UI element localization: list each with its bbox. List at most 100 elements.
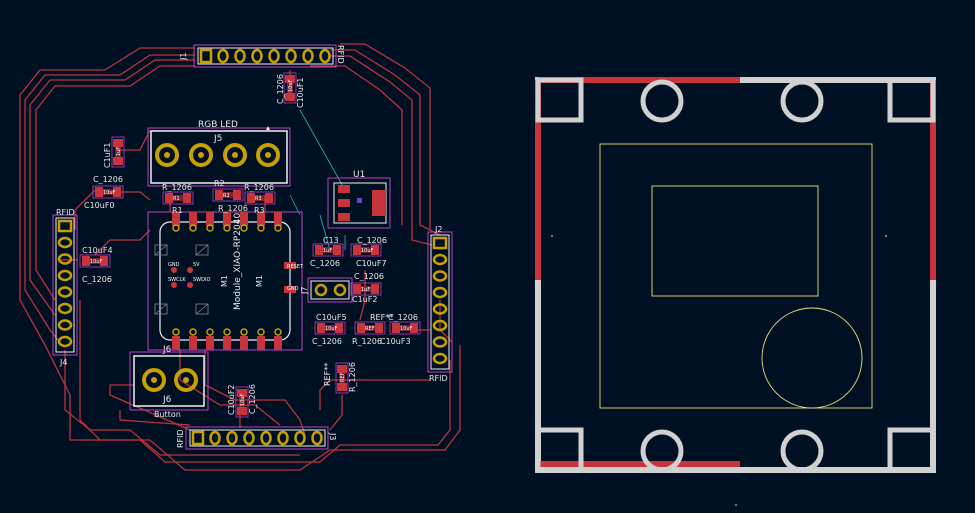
pad xyxy=(183,193,191,203)
module-pad-bottom xyxy=(223,336,231,350)
module-small-pad xyxy=(187,282,193,288)
j4-value: RFID xyxy=(56,208,75,217)
j7-ref: J7 xyxy=(300,287,309,295)
courtyard xyxy=(350,282,382,296)
pin xyxy=(432,303,448,315)
body xyxy=(223,192,233,198)
j3-value: RFID xyxy=(176,429,185,448)
j7-header[interactable]: J7 xyxy=(300,277,353,303)
pin xyxy=(57,335,73,348)
pin xyxy=(432,253,448,266)
module-hatch xyxy=(195,244,209,256)
u1-regulator[interactable]: U1 xyxy=(327,170,391,229)
pad-label: R3 xyxy=(255,196,262,202)
module-pad-bottom xyxy=(206,336,214,350)
rfid-header-left[interactable]: RFID J4 xyxy=(52,208,78,367)
value-label: C_1206 xyxy=(276,74,285,104)
ref-designator: C10uF0 xyxy=(84,201,115,210)
value-label: R_1206 xyxy=(348,362,357,392)
value-label: R_1206 xyxy=(352,337,382,346)
pad-label: 10uF xyxy=(90,259,103,265)
pin xyxy=(57,236,73,249)
courtyard xyxy=(92,185,124,199)
pin xyxy=(57,269,73,282)
module-via xyxy=(189,328,197,336)
module-via xyxy=(206,328,214,336)
module-via xyxy=(223,224,231,232)
pad xyxy=(233,190,241,200)
value-label: C_1206 xyxy=(93,175,123,184)
grid-dot xyxy=(734,503,738,507)
module-pad-bottom xyxy=(172,336,180,350)
rfid-header-right[interactable]: J2 RFID xyxy=(427,225,453,383)
pin xyxy=(57,253,73,265)
led-pad xyxy=(256,143,280,167)
j1-value: RFID xyxy=(336,45,345,64)
pin xyxy=(294,430,306,446)
rfid-header-top[interactable]: J1 RFID xyxy=(179,44,345,68)
rfid-header-bottom[interactable]: RFID J3 xyxy=(176,426,337,450)
pin xyxy=(432,286,448,299)
courtyard xyxy=(335,362,349,394)
body xyxy=(361,247,371,253)
module-via xyxy=(223,328,231,336)
ref-designator: C10uF7 xyxy=(356,259,387,268)
pad xyxy=(285,75,295,83)
pin xyxy=(432,319,448,332)
ref-designator: R3 xyxy=(254,206,265,215)
pin xyxy=(260,430,272,446)
module-hatch xyxy=(154,303,168,315)
module-hatch-line xyxy=(154,303,168,315)
body xyxy=(103,189,113,195)
body xyxy=(255,195,265,201)
module-pad-label: SWDIO xyxy=(193,277,210,283)
j5-ref: J5 xyxy=(213,134,222,144)
ref-designator: C10uF4 xyxy=(82,246,113,255)
pad xyxy=(285,93,295,101)
j2-ref: J2 xyxy=(434,225,442,234)
value-label: R_1206 xyxy=(218,204,248,213)
ref-designator: R1 xyxy=(172,206,183,215)
body xyxy=(239,397,245,407)
pad xyxy=(357,323,365,333)
led-pad xyxy=(189,143,213,167)
pad xyxy=(353,284,361,294)
value-label: C_1206 xyxy=(82,275,112,284)
pin xyxy=(432,352,448,365)
module-via xyxy=(240,328,248,336)
pad xyxy=(392,323,400,333)
rgb-led-connector[interactable]: RGB LED J5 xyxy=(147,120,291,187)
pad-label: 10uF xyxy=(288,79,294,92)
pad-label: REF xyxy=(340,372,346,382)
module-via xyxy=(240,224,248,232)
pad xyxy=(113,157,123,165)
courtyard xyxy=(212,188,244,202)
pin xyxy=(302,48,314,64)
module-hatch xyxy=(154,244,168,256)
pad xyxy=(113,187,121,197)
button-pad xyxy=(142,368,166,392)
body xyxy=(361,286,371,292)
value-label: C_1206 xyxy=(357,236,387,245)
pad xyxy=(335,323,343,333)
pad xyxy=(353,245,361,255)
pad xyxy=(337,383,347,391)
button-pad xyxy=(174,368,198,392)
